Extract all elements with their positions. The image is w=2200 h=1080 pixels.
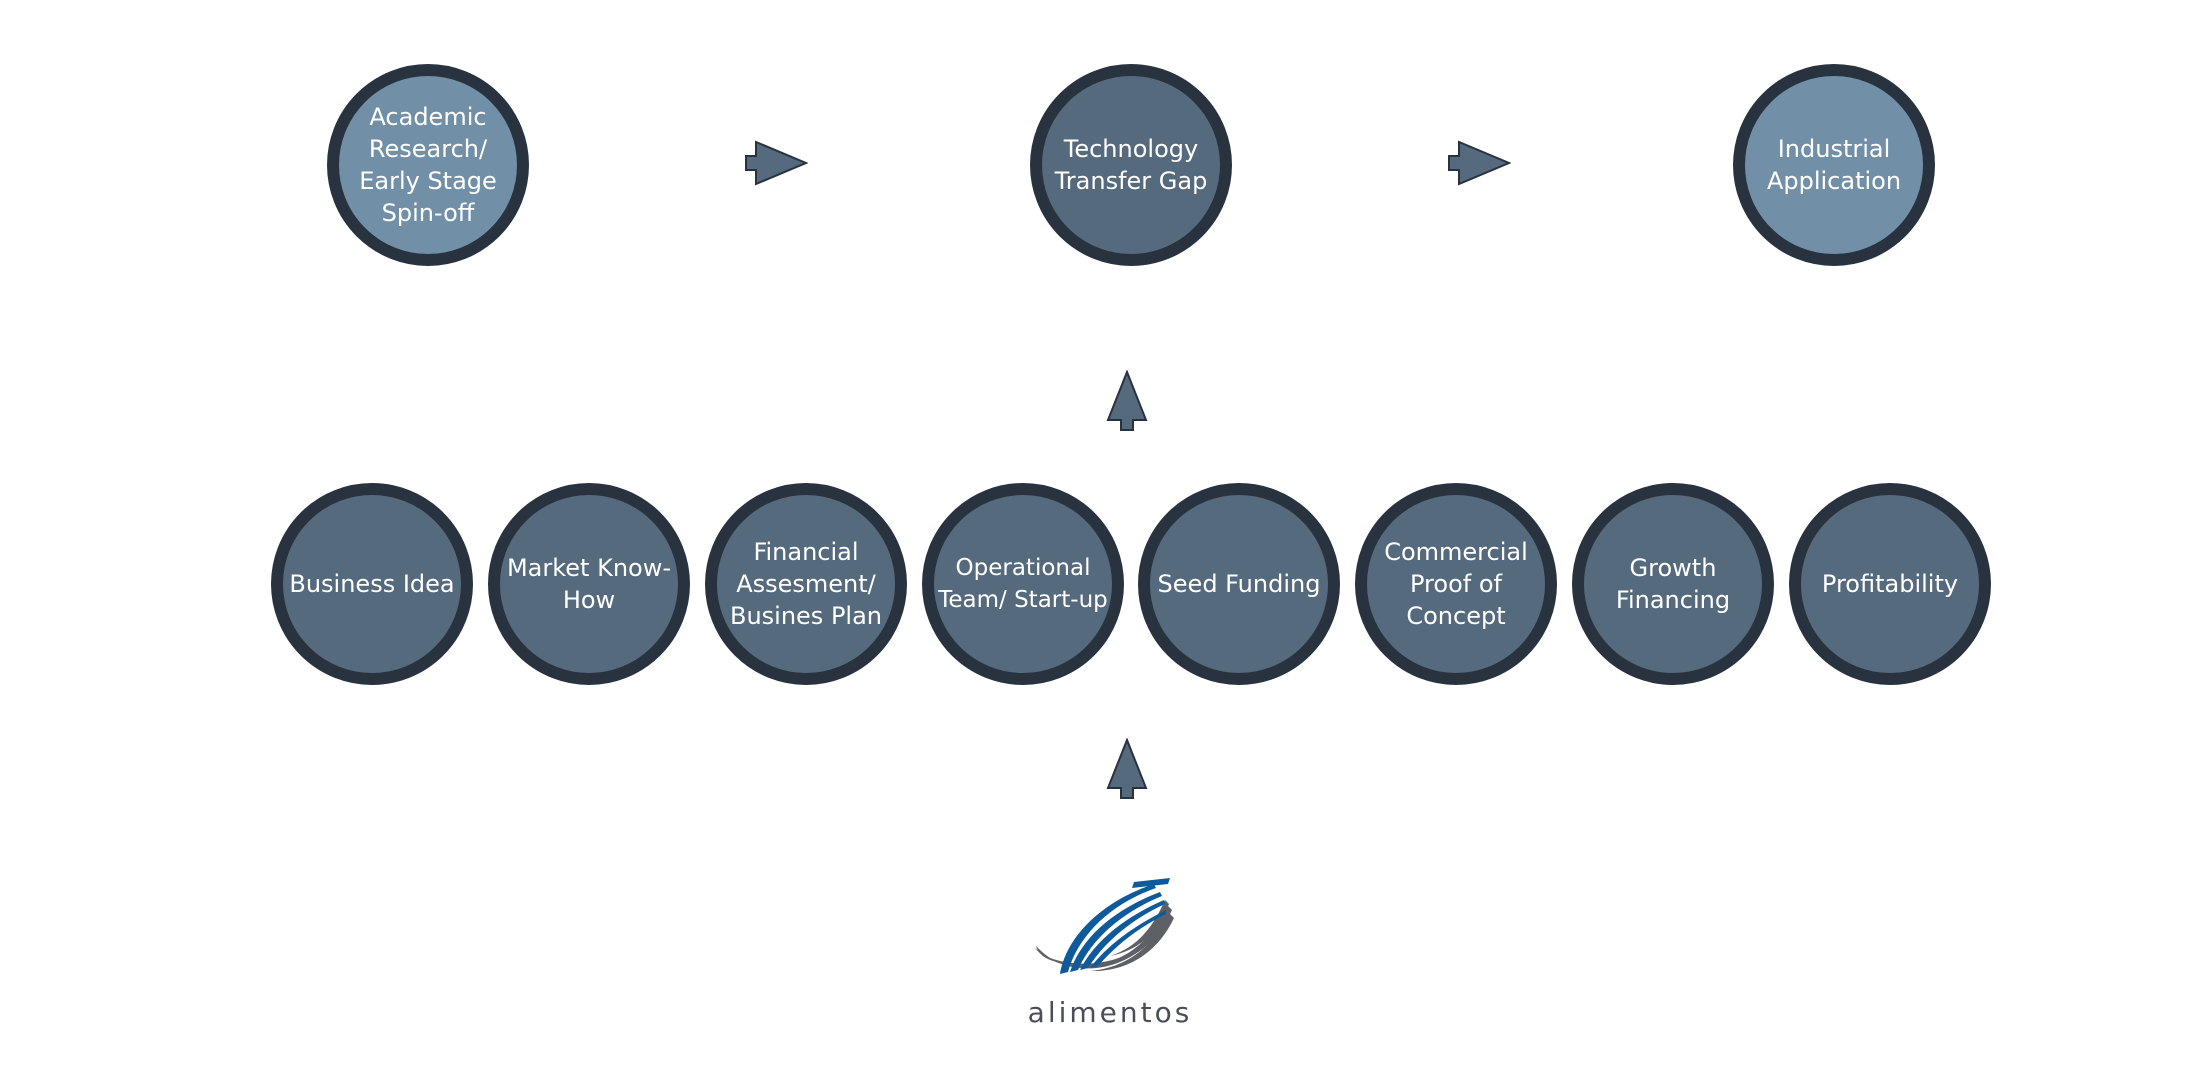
step-label: Commercial Proof of Concept bbox=[1384, 538, 1528, 630]
alimentos-logo-icon bbox=[1034, 878, 1174, 974]
step-profitability: Profitability bbox=[1789, 483, 1991, 685]
step-growth-financing: Growth Financing bbox=[1572, 483, 1774, 685]
arrow-up-icon bbox=[1106, 370, 1148, 431]
step-label: Seed Funding bbox=[1157, 570, 1321, 598]
step-label: Financial Assesment/ Busines Plan bbox=[729, 538, 882, 630]
arrow-right-icon bbox=[1448, 140, 1511, 186]
stage-label: Academic Research/ Early Stage Spin-off bbox=[359, 103, 497, 227]
step-label: Growth Financing bbox=[1615, 554, 1731, 614]
step-commercial-proof: Commercial Proof of Concept bbox=[1355, 483, 1557, 685]
stage-label: Technology Transfer Gap bbox=[1054, 135, 1208, 195]
step-label: Business Idea bbox=[289, 570, 455, 598]
stage-industrial-application: Industrial Application bbox=[1733, 64, 1935, 266]
stage-academic-research: Academic Research/ Early Stage Spin-off bbox=[327, 64, 529, 266]
step-operational-team: Operational Team/ Start-up bbox=[922, 483, 1124, 685]
stage-technology-transfer-gap: Technology Transfer Gap bbox=[1030, 64, 1232, 266]
step-financial-assesment: Financial Assesment/ Busines Plan bbox=[705, 483, 907, 685]
step-seed-funding: Seed Funding bbox=[1138, 483, 1340, 685]
step-label: Operational Team/ Start-up bbox=[938, 555, 1108, 613]
logo-wordmark: alimentos bbox=[1027, 996, 1193, 1029]
arrow-up-icon bbox=[1106, 738, 1148, 799]
arrow-right-icon bbox=[745, 140, 808, 186]
step-label: Market Know- How bbox=[506, 554, 672, 614]
step-market-know-how: Market Know- How bbox=[488, 483, 690, 685]
stage-label: Industrial Application bbox=[1766, 135, 1902, 195]
step-business-idea: Business Idea bbox=[271, 483, 473, 685]
step-label: Profitability bbox=[1821, 570, 1959, 598]
